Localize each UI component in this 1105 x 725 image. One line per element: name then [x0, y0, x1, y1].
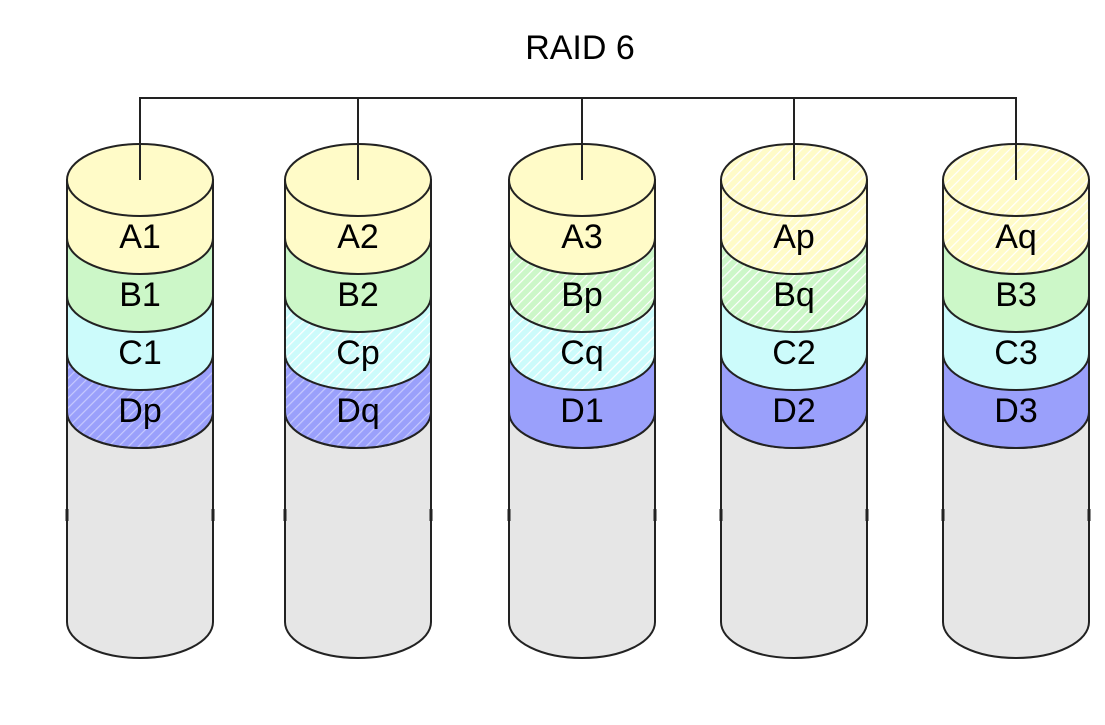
- stripe-label: B3: [995, 276, 1037, 314]
- stripe-label: C3: [994, 334, 1037, 372]
- diagram-title: RAID 6: [525, 29, 635, 67]
- stripe-label: C2: [772, 334, 815, 372]
- stripe-label: Bp: [561, 276, 603, 314]
- stripe-label: A2: [337, 218, 379, 256]
- stripe-label: Bq: [773, 276, 815, 314]
- stripe-label: C1: [118, 334, 161, 372]
- stripe-label: D3: [994, 392, 1037, 430]
- disk-4: D2 C2 Bq Ap: [719, 143, 869, 659]
- disk-5: D3 C3 B3 Aq: [941, 143, 1091, 659]
- stripe-label: A3: [561, 218, 603, 256]
- stripe-label: Ap: [773, 218, 815, 256]
- bus-line: [139, 97, 1017, 180]
- stripe-label: B2: [337, 276, 379, 314]
- stripe-label: Dp: [118, 392, 161, 430]
- stripe-label: B1: [119, 276, 161, 314]
- stripe-label: Dq: [336, 392, 379, 430]
- disk-2: Dq Cp B2 A2: [283, 143, 433, 659]
- stripe-label: Cq: [560, 334, 603, 372]
- disk-3: D1 Cq Bp A3: [507, 143, 657, 659]
- stripe-label: A1: [119, 218, 161, 256]
- stripe-label: D1: [560, 392, 603, 430]
- disk-1: Dp C1 B1 A1: [65, 143, 215, 659]
- stripe-label: Cp: [336, 334, 379, 372]
- stripe-label: Aq: [995, 218, 1037, 256]
- stripe-label: D2: [772, 392, 815, 430]
